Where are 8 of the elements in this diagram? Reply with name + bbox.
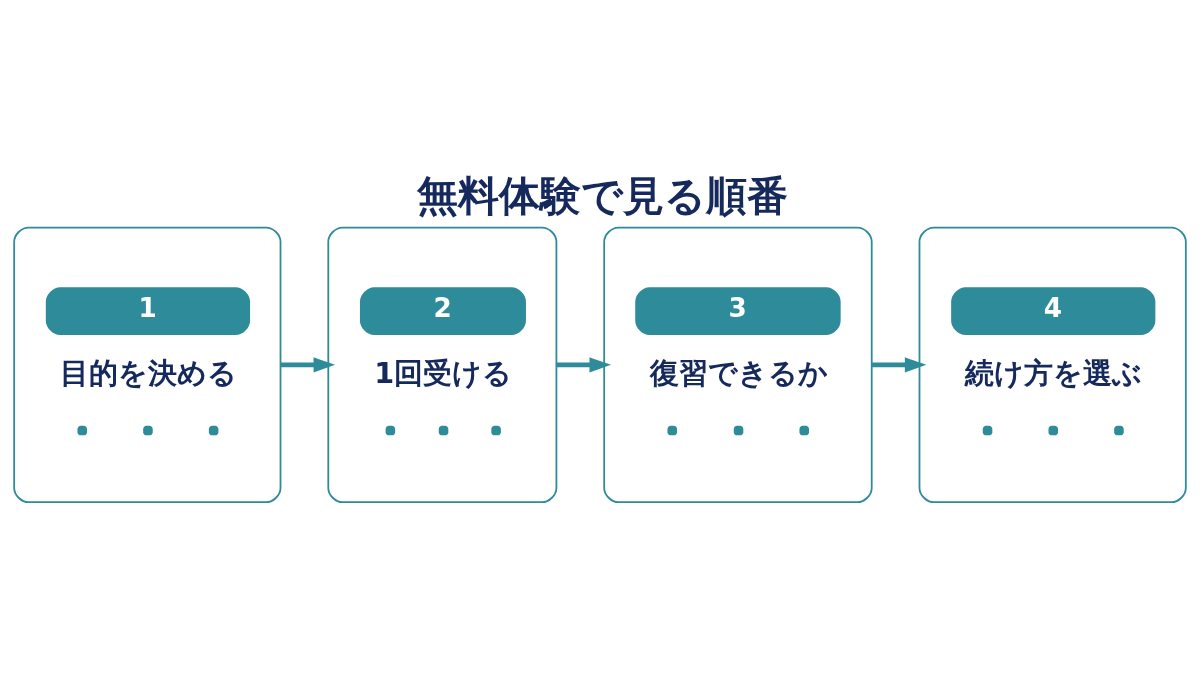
- arrow: [872, 356, 927, 372]
- node-box: 4 続け方を選ぶ: [918, 226, 1187, 503]
- node-box: 1 目的を決める: [13, 226, 282, 503]
- node-box: 2 1回受ける: [327, 226, 558, 503]
- diagram-title: 無料体験で見る順番: [417, 171, 789, 220]
- arrow: [556, 356, 612, 372]
- arrow: [280, 356, 336, 372]
- node-box: 3 復習できるか: [603, 226, 873, 503]
